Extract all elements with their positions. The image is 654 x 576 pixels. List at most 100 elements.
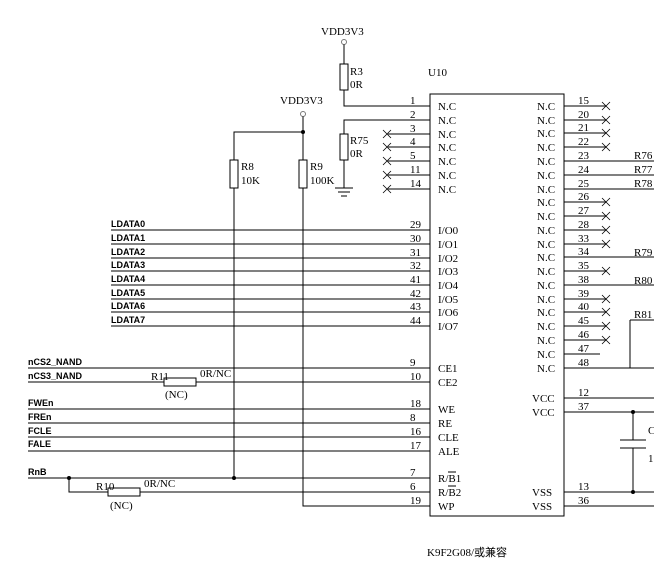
right-pin: 20N.C [537, 109, 611, 127]
pin-name: R/B1 [438, 473, 461, 485]
pin-name: N.C [537, 294, 555, 306]
pin-name: N.C [537, 239, 555, 251]
right-pin: 26N.C [537, 191, 611, 209]
ground-icon [335, 187, 353, 197]
right-pin: 21N.C [537, 122, 611, 140]
ref-r78: R78 [634, 178, 653, 190]
pin-name: VSS [532, 487, 552, 499]
resistor-r10: R10 0R/NC (NC) [96, 478, 175, 512]
right-pin: 40N.C [537, 301, 611, 319]
ref-r80: R80 [634, 275, 653, 287]
right-pin: 34N.C [537, 246, 654, 264]
ref-r76: R76 [634, 150, 653, 162]
r10-note: (NC) [110, 500, 133, 512]
net-ncs3-nand: nCS3_NAND [28, 371, 83, 381]
pin-number: 4 [410, 136, 416, 148]
pin-name: I/O6 [438, 307, 459, 319]
pin-number: 18 [410, 398, 422, 410]
pin-number: 26 [578, 191, 590, 203]
data-bus-labels: LDATA0 LDATA1 LDATA2 LDATA3 LDATA4 LDATA… [111, 219, 145, 325]
pin-name: N.C [537, 349, 555, 361]
pin-name: N.C [537, 225, 555, 237]
pin-name: N.C [537, 156, 555, 168]
right-pin: 38N.C [537, 274, 654, 292]
pin-number: 22 [578, 136, 589, 148]
right-pin: 35N.C [537, 260, 611, 278]
net-ldata3: LDATA3 [111, 260, 145, 270]
r10-value: 0R/NC [144, 478, 175, 490]
net-rnb: RnB [28, 467, 47, 477]
pin-name: N.C [438, 129, 456, 141]
pin-number: 46 [578, 329, 590, 341]
right-pin: 28N.C [537, 219, 611, 237]
right-pin: 22N.C [537, 136, 611, 154]
pin-number: 2 [410, 109, 416, 121]
ref-r79: R79 [634, 247, 653, 259]
pin-number: 44 [410, 315, 422, 327]
pin-name: N.C [537, 170, 555, 182]
pin-number: 31 [410, 247, 421, 259]
r11-value: 0R/NC [200, 368, 231, 380]
right-pin: 46N.C [537, 329, 611, 347]
chip-body [429, 93, 565, 517]
pin-number: 36 [578, 495, 590, 507]
pin-number: 14 [410, 178, 422, 190]
r8-value: 10K [241, 175, 260, 187]
chip-ref: U10 [428, 67, 447, 79]
pin-name: I/O3 [438, 266, 459, 278]
pin-name: CE1 [438, 363, 458, 375]
pin-number: 41 [410, 274, 421, 286]
pin-name: N.C [438, 142, 456, 154]
vdd-label-mid: VDD3V3 [280, 95, 323, 107]
pin-name: I/O0 [438, 225, 459, 237]
pin-name: VCC [532, 393, 555, 405]
pin-name: N.C [537, 307, 555, 319]
pin-name: N.C [537, 363, 555, 375]
pin-name: N.C [537, 142, 555, 154]
pin-name: CE2 [438, 377, 458, 389]
pin-name: N.C [438, 115, 456, 127]
right-pin-group: 15N.C20N.C21N.C22N.C23N.C24N.C25N.C26N.C… [532, 95, 654, 513]
pin-name: N.C [537, 101, 555, 113]
net-fwen: FWEn [28, 398, 54, 408]
right-pin: 24N.C [537, 164, 654, 182]
capacitor-partial: C 1 [564, 397, 654, 507]
pin-name: N.C [438, 170, 456, 182]
pin-name: N.C [537, 211, 555, 223]
pin-number: 28 [578, 219, 590, 231]
pin-number: 42 [410, 288, 421, 300]
pin-name: N.C [537, 280, 555, 292]
pin-name: WE [438, 404, 455, 416]
pin-number: 43 [410, 301, 422, 313]
pin-name: I/O5 [438, 294, 459, 306]
right-pin: 23N.C [537, 150, 654, 168]
pin-number: 7 [410, 467, 416, 479]
r75-value: 0R [350, 148, 364, 160]
right-pin: 15N.C [537, 95, 611, 113]
pin-name: N.C [537, 335, 555, 347]
r3-value: 0R [350, 79, 364, 91]
pin-number: 15 [578, 95, 590, 107]
pin-name: N.C [537, 321, 555, 333]
pin-number: 23 [578, 150, 590, 162]
cap-value-partial: 1 [648, 453, 654, 465]
r75-ref: R75 [350, 135, 369, 147]
pin-name: N.C [537, 266, 555, 278]
pin-name: N.C [438, 156, 456, 168]
